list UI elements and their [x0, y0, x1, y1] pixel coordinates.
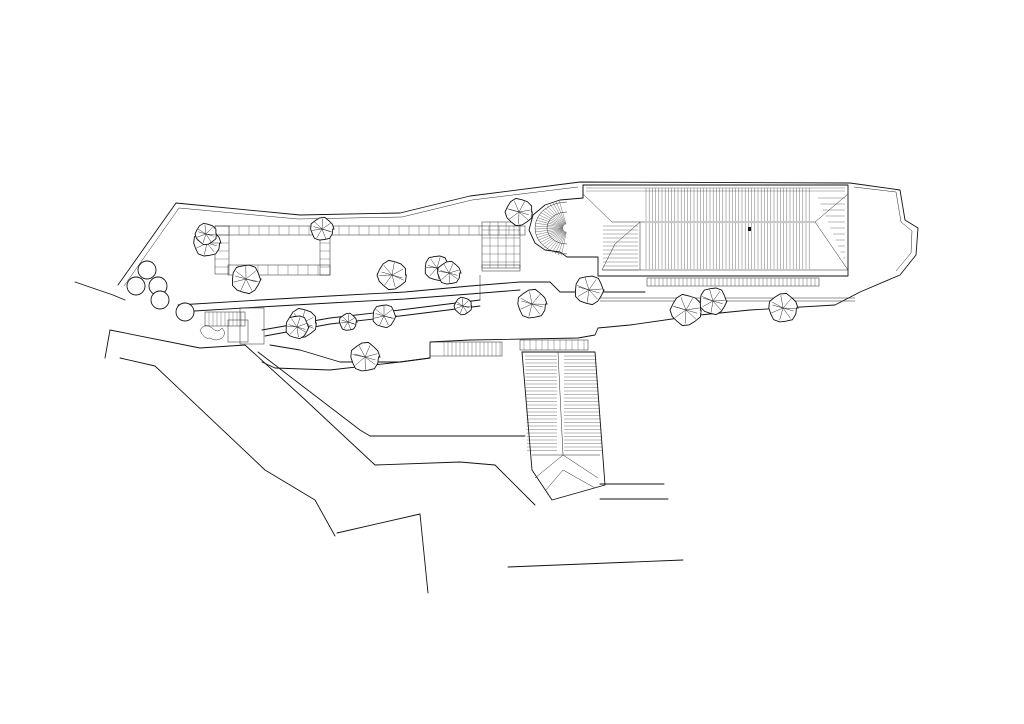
middle-walkways: [177, 275, 855, 363]
tree-icon: [338, 312, 358, 331]
tree-icon: [504, 197, 533, 227]
tree-icon: [768, 292, 799, 323]
tree-icon: [575, 275, 605, 306]
tree-icon: [350, 341, 381, 372]
tree-icon: [437, 260, 462, 285]
trees-group: [193, 197, 799, 372]
terrain-lines: [74, 281, 684, 594]
terrace-grid: [481, 221, 521, 272]
tree-icon: [285, 315, 310, 340]
tree-icon: [517, 288, 548, 319]
paving-tiles: [215, 226, 520, 275]
tree-icon: [310, 216, 335, 241]
tree-icon: [194, 222, 217, 246]
tree-icon: [376, 259, 407, 291]
tree-icon: [453, 296, 473, 316]
stair-icon: [429, 339, 589, 357]
secondary-roof-plan: [521, 351, 606, 501]
tree-icon: [669, 293, 702, 327]
tree-icon: [232, 264, 262, 295]
garden-path-upper: [214, 225, 526, 276]
well-icon: [126, 260, 195, 322]
tree-icon: [699, 287, 728, 316]
tree-icon: [372, 304, 397, 329]
stair-icon: [199, 307, 265, 345]
main-roof-plan: [528, 184, 849, 287]
